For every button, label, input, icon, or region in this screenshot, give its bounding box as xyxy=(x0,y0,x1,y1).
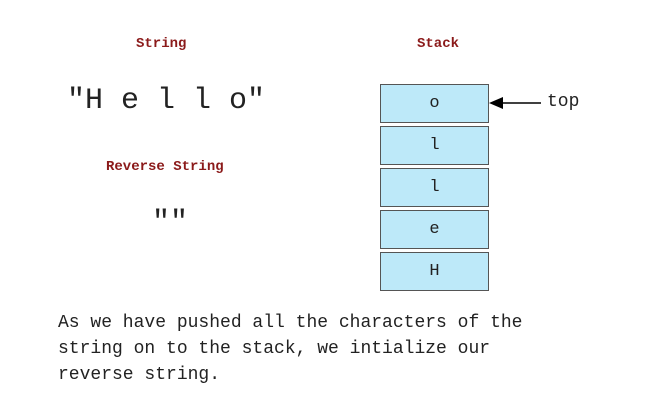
stack-cell: o xyxy=(380,84,489,123)
stack-cell: e xyxy=(380,210,489,249)
original-string: "H e l l o" xyxy=(67,84,266,118)
string-heading: String xyxy=(136,36,187,52)
caption-text: As we have pushed all the characters of … xyxy=(58,313,523,385)
top-pointer-arrow-icon xyxy=(489,97,541,109)
stack-cell: l xyxy=(380,126,489,165)
reverse-string-value: "" xyxy=(152,206,189,240)
stack-diagram: o l l e H xyxy=(380,84,489,294)
reverse-string-heading: Reverse String xyxy=(106,159,224,175)
top-pointer-label: top xyxy=(547,92,580,112)
stack-cell: H xyxy=(380,252,489,291)
stack-heading: Stack xyxy=(417,36,460,52)
stack-cell: l xyxy=(380,168,489,207)
